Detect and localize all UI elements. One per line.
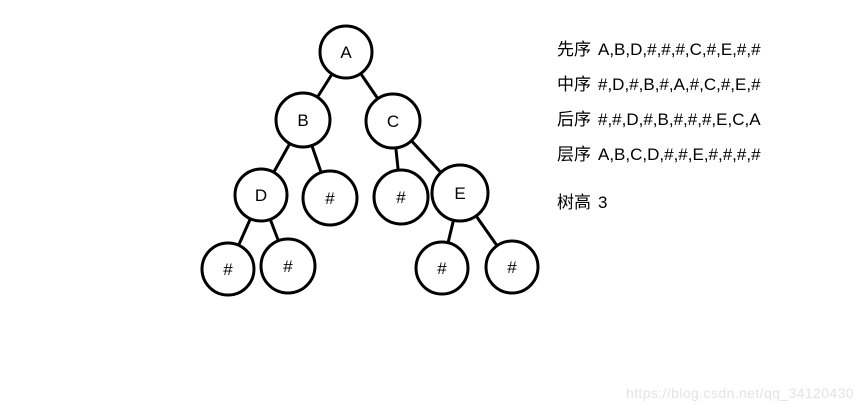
tree-node-circle: [318, 24, 374, 80]
tree-node-circle: [274, 91, 332, 149]
tree-node-A: A: [318, 24, 374, 80]
tree-node-circle: [200, 241, 256, 297]
tree-node-label: #: [507, 258, 517, 277]
tree-node-D: D: [233, 167, 289, 223]
tree-node-circle: [364, 92, 422, 150]
tree-node-label: A: [340, 43, 352, 62]
tree-node-circle: [430, 163, 490, 223]
tree-node-circle: [259, 237, 317, 295]
tree-height-label: 树高: [557, 193, 591, 212]
tree-node-circle: [372, 168, 430, 226]
tree-node-circle: [233, 167, 289, 223]
tree-node-circle: [414, 240, 470, 296]
tree-node-label: #: [223, 260, 233, 279]
tree-node-B: B: [274, 91, 332, 149]
tree-node-label: D: [255, 186, 267, 205]
traversal-info-panel: 先序 A,B,D,#,#,#,C,#,E,#,# 中序 #,D,#,B,#,A,#,…: [557, 32, 761, 220]
tree-node-label: C: [387, 112, 399, 131]
tree-height-value: 3: [598, 193, 608, 212]
tree-node-n5: #: [414, 240, 470, 296]
tree-node-label: #: [396, 188, 406, 207]
tree-node-C: C: [364, 92, 422, 150]
inorder-label: 中序: [557, 75, 591, 94]
preorder-label: 先序: [557, 40, 591, 59]
tree-node-n6: #: [484, 239, 540, 295]
tree-height-row: 树高 3: [557, 185, 761, 220]
preorder-sequence: A,B,D,#,#,#,C,#,E,#,#: [598, 40, 761, 59]
inorder-sequence: #,D,#,B,#,A,#,C,#,E,#: [598, 75, 761, 94]
tree-node-label: #: [325, 189, 335, 208]
tree-node-circle: [301, 169, 359, 227]
tree-node-label: E: [454, 184, 465, 203]
postorder-sequence: #,#,D,#,B,#,#,#,E,C,A: [598, 110, 761, 129]
tree-node-n2: #: [372, 168, 430, 226]
postorder-row: 后序 #,#,D,#,B,#,#,#,E,C,A: [557, 102, 761, 137]
preorder-row: 先序 A,B,D,#,#,#,C,#,E,#,#: [557, 32, 761, 67]
postorder-label: 后序: [557, 110, 591, 129]
levelorder-label: 层序: [557, 145, 591, 164]
tree-node-E: E: [430, 163, 490, 223]
tree-node-label: #: [437, 259, 447, 278]
tree-node-n1: #: [301, 169, 359, 227]
levelorder-row: 层序 A,B,C,D,#,#,E,#,#,#,#: [557, 137, 761, 172]
levelorder-sequence: A,B,C,D,#,#,E,#,#,#,#: [598, 145, 761, 164]
tree-node-circle: [484, 239, 540, 295]
watermark-url: https://blog.csdn.net/qq_34120430: [625, 385, 854, 401]
inorder-row: 中序 #,D,#,B,#,A,#,C,#,E,#: [557, 67, 761, 102]
tree-node-n4: #: [259, 237, 317, 295]
tree-node-label: #: [283, 257, 293, 276]
tree-node-label: B: [297, 111, 308, 130]
tree-node-n3: #: [200, 241, 256, 297]
